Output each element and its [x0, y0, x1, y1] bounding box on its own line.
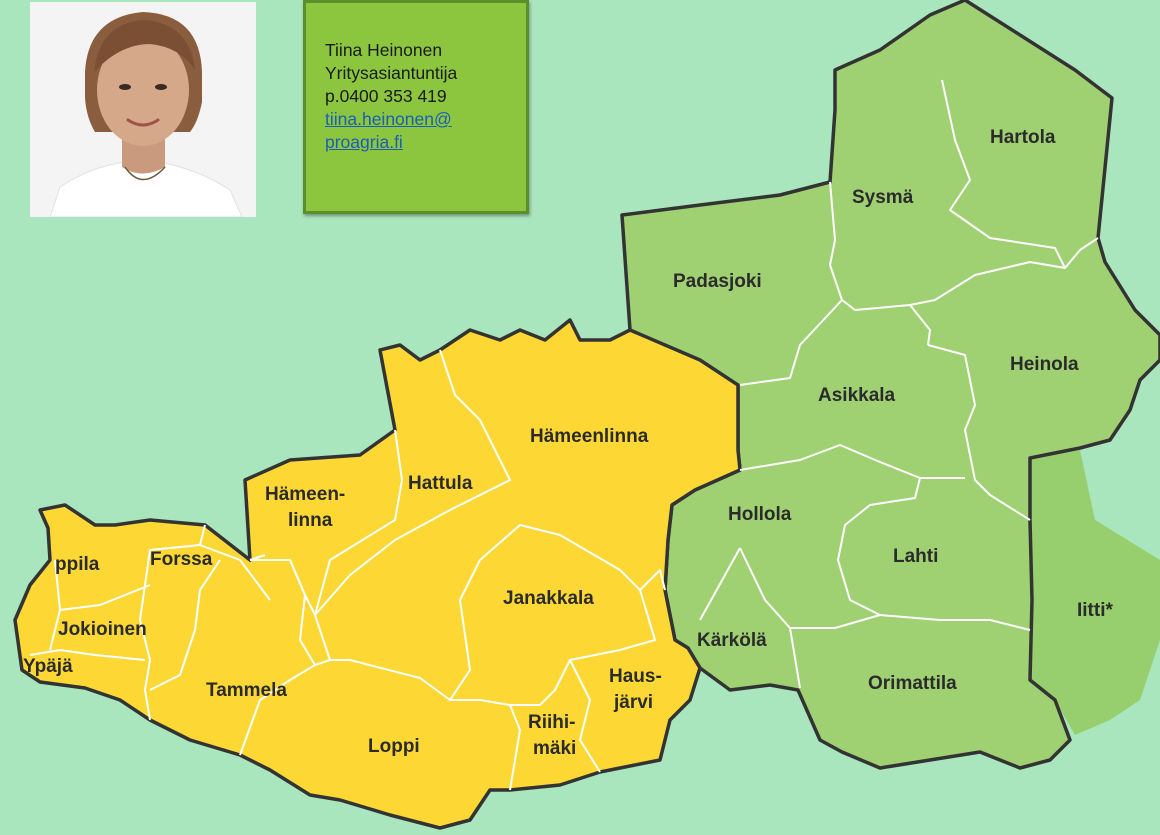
contact-phone: p.0400 353 419 [325, 86, 447, 106]
label-forssa: Forssa [150, 549, 213, 570]
contact-name: Tiina Heinonen [325, 40, 443, 60]
portrait-photo [30, 2, 256, 217]
label-hameenlinna-small-b: linna [288, 510, 333, 531]
label-ypaja: Ypäjä [23, 656, 73, 677]
label-orimattila: Orimattila [868, 673, 957, 694]
label-janakkala: Janakkala [503, 588, 594, 609]
portrait-icon [30, 2, 256, 217]
label-heinola: Heinola [1010, 354, 1079, 375]
label-loppi: Loppi [368, 736, 420, 757]
contact-card: Tiina Heinonen Yritysasiantuntija p.0400… [303, 0, 529, 214]
municipal-boundaries [29, 79, 1099, 791]
label-iitti: Iitti* [1077, 600, 1113, 621]
label-haus-b: järvi [613, 692, 653, 713]
label-haus-a: Haus- [609, 666, 662, 687]
label-lahti: Lahti [893, 546, 938, 567]
municipality-labels: Hartola Sysmä Padasjoki Heinola Asikkala… [23, 127, 1113, 759]
label-asikkala: Asikkala [818, 385, 896, 406]
label-hameenlinna: Hämeenlinna [530, 426, 649, 447]
label-hameenlinna-small-a: Hämeen- [265, 484, 345, 505]
label-jokioinen: Jokioinen [58, 619, 147, 640]
label-karkola: Kärkölä [697, 630, 767, 651]
label-padasjoki: Padasjoki [673, 271, 762, 292]
label-ypplia: ppila [55, 554, 100, 575]
contact-email-link-part1[interactable]: tiina.heinonen@ [325, 109, 452, 129]
label-hartola: Hartola [990, 127, 1056, 148]
label-sysma: Sysmä [852, 187, 914, 208]
region-yellow [13, 318, 742, 830]
label-hollola: Hollola [728, 504, 792, 525]
contact-role: Yritysasiantuntija [325, 63, 458, 83]
label-riihi-b: mäki [533, 738, 576, 759]
contact-email-link-part2[interactable]: proagria.fi [325, 132, 403, 152]
label-tammela: Tammela [206, 680, 287, 701]
label-riihi-a: Riihi- [528, 712, 576, 733]
region-iitti [1030, 450, 1160, 735]
label-hattula: Hattula [408, 473, 473, 494]
